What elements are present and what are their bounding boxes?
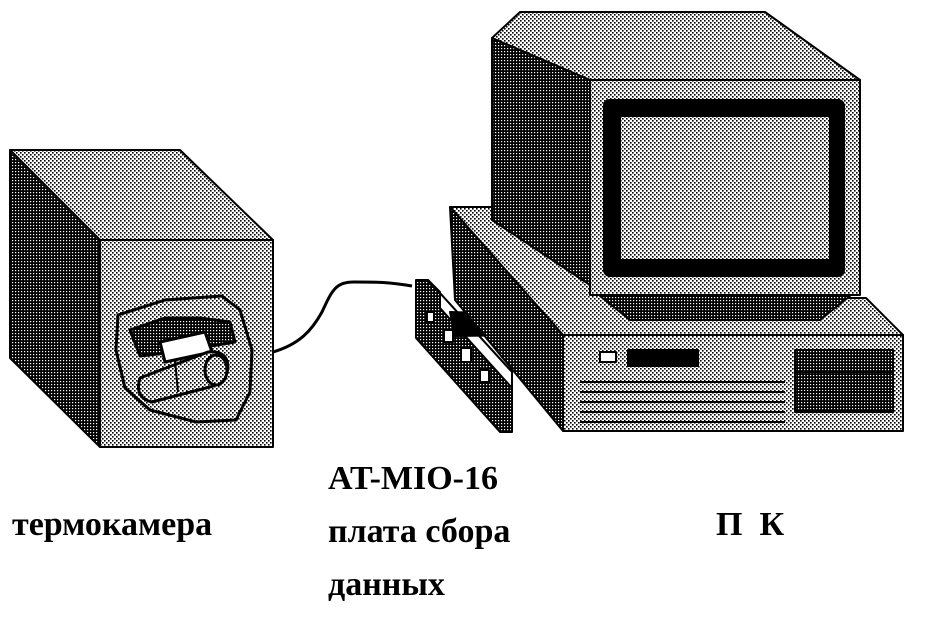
pc-label: П К <box>716 506 785 543</box>
cable-icon <box>272 280 413 354</box>
computer-monitor-icon <box>491 11 861 321</box>
thermal-chamber-label: термокамера <box>12 506 213 543</box>
daq-board-line2: данных <box>328 566 445 604</box>
system-unit-icon <box>449 206 904 432</box>
daq-board-model: AT-MIO-16 <box>328 460 498 497</box>
camera-icon <box>114 294 254 424</box>
daq-board-line1: плата сбора <box>328 513 511 551</box>
daq-board-label: AT-MIO-16 плата сбора данных <box>328 452 510 611</box>
